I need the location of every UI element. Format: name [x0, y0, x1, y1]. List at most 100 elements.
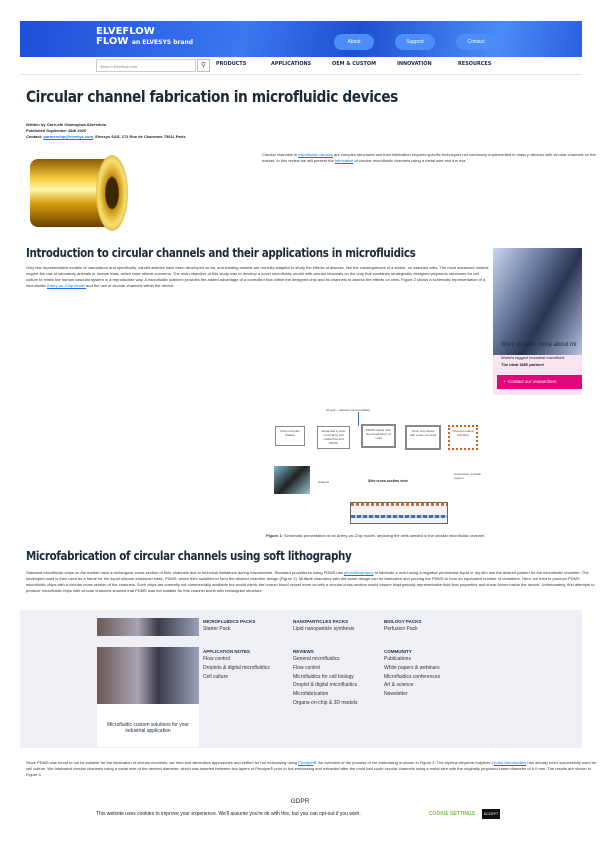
footer-link[interactable]: Flow control — [203, 656, 230, 662]
microfabrication-paragraph: Standard microfluidic chips on the marke… — [26, 570, 600, 603]
footer-heading: MICROFLUIDICS PACKS — [203, 619, 256, 624]
contact-email-link[interactable]: partnership@elvesys.com — [43, 134, 94, 139]
sidebar-image — [493, 248, 582, 355]
caption-label: Figure 1: — [266, 533, 283, 538]
figure-top-label: Air gap – reduces compressibility — [326, 408, 371, 412]
chip-cross-section — [350, 502, 448, 524]
intro-paragraph: Circular channels in microfluidic device… — [262, 152, 600, 166]
lab-photo-small — [97, 618, 199, 636]
author: Written by Oore-ofe Olumuyiwa Akeredolu — [26, 122, 107, 127]
footer-heading: COMMUNITY — [384, 649, 412, 654]
intro-text-1: Circular channels in — [262, 152, 299, 157]
footer-link[interactable]: Droplet & digital microfluidics — [293, 682, 358, 689]
footer-link[interactable]: Microfabrication — [293, 691, 329, 698]
contact-researchers-button[interactable]: + Contact our researchers — [497, 375, 582, 389]
gold-tube-image — [30, 155, 128, 231]
logo-brand: an ELVESYS brand — [131, 39, 194, 46]
embossing-text-2: ®. An overview of the process of hot emb… — [313, 760, 494, 765]
embossing-text-1: Since PDMS was found to not be suitable … — [26, 760, 299, 765]
footer-link[interactable]: Newsletter — [384, 691, 408, 698]
accept-cookies-button[interactable]: ACCEPT — [482, 809, 500, 819]
microfab-text-2: to fabricate a mold using a negative pho… — [26, 570, 595, 593]
hot-embossing-paragraph: Since PDMS was found to not be suitable … — [26, 760, 600, 780]
microfluidic-devices-link[interactable]: microfluidic devices — [298, 152, 333, 157]
footer-link[interactable]: White papers & webinars — [384, 664, 440, 671]
eden-microfluidics-link[interactable]: Eden Microfluidics — [493, 760, 527, 765]
figure-1-diagram: Air gap – reduces compressibility Flow c… — [270, 406, 481, 530]
footer-link[interactable]: Microfluidics for cell biology — [293, 673, 354, 680]
footer-link[interactable]: Cell culture — [203, 673, 229, 680]
footer-heading: REVIEWS — [293, 649, 314, 654]
fabrication-link[interactable]: fabrication — [334, 158, 354, 163]
page-title: Circular channel fabrication in microflu… — [26, 87, 398, 106]
analysis-label: Analysis — [318, 480, 330, 484]
introduction-paragraph: Only few representative models of vascul… — [26, 265, 492, 291]
footer-link[interactable]: Flow control — [293, 664, 320, 671]
nav-oem-custom[interactable]: OEM & CUSTOM — [332, 61, 376, 67]
intro-body-text-2: and the use of circular channels within … — [86, 283, 175, 288]
footer-link[interactable]: Perfusion Pack — [384, 626, 418, 632]
logo-line2: FLOW — [96, 36, 129, 47]
artery-on-chip-link[interactable]: Artery-on-Chip model — [46, 283, 87, 288]
nav-resources[interactable]: RESOURCES — [458, 61, 492, 67]
footer-link[interactable]: Lipid nanoparticle synthesis — [293, 626, 355, 632]
flexdym-link[interactable]: Flexdym — [298, 760, 314, 765]
nav-products[interactable]: PRODUCTS — [216, 61, 247, 67]
contact-address: , Elvesys SAS, 172 Rue de Charonne 75011… — [93, 134, 186, 139]
connection-label: Connection to fluidic system — [454, 472, 482, 480]
footer-mega-menu: Microfluidic custom solutions for your i… — [20, 610, 582, 748]
footer-link[interactable]: Droplets & digital microfluidics — [203, 664, 270, 671]
intro-text-3: of circular microfluidic channels using … — [353, 158, 466, 163]
logo-line1: ELVEFLOW — [96, 26, 155, 37]
main-nav: Search Elveflow.com ⚲ PRODUCTS APPLICATI… — [20, 57, 582, 75]
figure-box-5: Channel coated with ECs — [448, 425, 478, 450]
contact-researchers-label: Contact our researchers — [508, 379, 557, 384]
search-icon[interactable]: ⚲ — [197, 59, 210, 72]
search-input[interactable]: Search Elveflow.com — [96, 59, 196, 72]
side-cross-section-label: Side cross-section view — [368, 479, 408, 483]
sidebar-title: Want to learn more about mi — [501, 342, 577, 348]
figure-box-3: PDMS casted over lined top/bottom of mol… — [361, 424, 396, 448]
nav-applications[interactable]: APPLICATIONS — [271, 61, 312, 67]
sidebar-line2: The ideal SME partner! — [501, 362, 545, 367]
custom-solutions-text: Microfluidic custom solutions for your i… — [107, 722, 189, 734]
intro-text-2: are complex structures and their fabrica… — [262, 152, 596, 163]
contact-button[interactable]: Contact — [456, 34, 496, 50]
figure-box-1: Flow controller initiates — [275, 426, 305, 446]
microscope-image — [274, 466, 310, 494]
figure-box-2: Expanded in wire/ removal by cell media … — [317, 426, 350, 449]
footer-heading: APPLICATION NOTES — [203, 649, 250, 654]
figure-box-4: Temp cell culture with a wire removed — [405, 425, 441, 450]
footer-link[interactable]: Organs-on-chip & 3D models — [293, 700, 358, 706]
gdpr-title: GDPR — [290, 798, 310, 805]
figure-caption: Figure 1: Schematic presentation of an A… — [266, 533, 485, 538]
footer-heading: NANOPARTICLES PACKS — [293, 619, 349, 624]
published-date: Published September 28th 2020 — [26, 128, 87, 133]
support-button[interactable]: Support — [395, 34, 435, 50]
footer-link[interactable]: General microfluidics — [293, 656, 340, 662]
footer-link[interactable]: Publications — [384, 656, 411, 662]
footer-link[interactable]: Starter Pack — [203, 626, 231, 632]
footer-link[interactable]: Microfluidics conferences — [384, 673, 441, 680]
cookie-settings-link[interactable]: COOKIE SETTINGS — [429, 811, 476, 817]
footer-heading: BIOLOGY PACKS — [384, 619, 422, 624]
contact-line: Contact: partnership@elvesys.com, Elvesy… — [26, 134, 186, 139]
footer-link[interactable]: Art & science — [384, 682, 414, 689]
sidebar-line1: World's biggest industrial microfluidi — [501, 355, 565, 360]
sidebar-ad: Want to learn more about mi World's bigg… — [493, 248, 582, 395]
arrow-line — [358, 412, 359, 426]
photolithography-link[interactable]: photolithography — [343, 570, 374, 575]
contact-label: Contact: — [26, 134, 44, 139]
section-heading-microfabrication: Microfabrication of circular channels us… — [26, 549, 352, 563]
custom-solutions-card[interactable]: Microfluidic custom solutions for your i… — [97, 647, 199, 747]
section-heading-introduction: Introduction to circular channels and th… — [26, 246, 416, 260]
lab-photo — [97, 647, 199, 704]
about-button[interactable]: About — [334, 34, 374, 50]
microfab-text-1: Standard microfluidic chips on the marke… — [26, 570, 344, 575]
cookie-text: This website uses cookies to improve you… — [96, 811, 361, 817]
embossing-text-3: has already been successfully used for c… — [26, 760, 597, 777]
intro-body-text: Only few representative models of vascul… — [26, 265, 489, 288]
nav-innovation[interactable]: INNOVATION — [397, 61, 432, 67]
